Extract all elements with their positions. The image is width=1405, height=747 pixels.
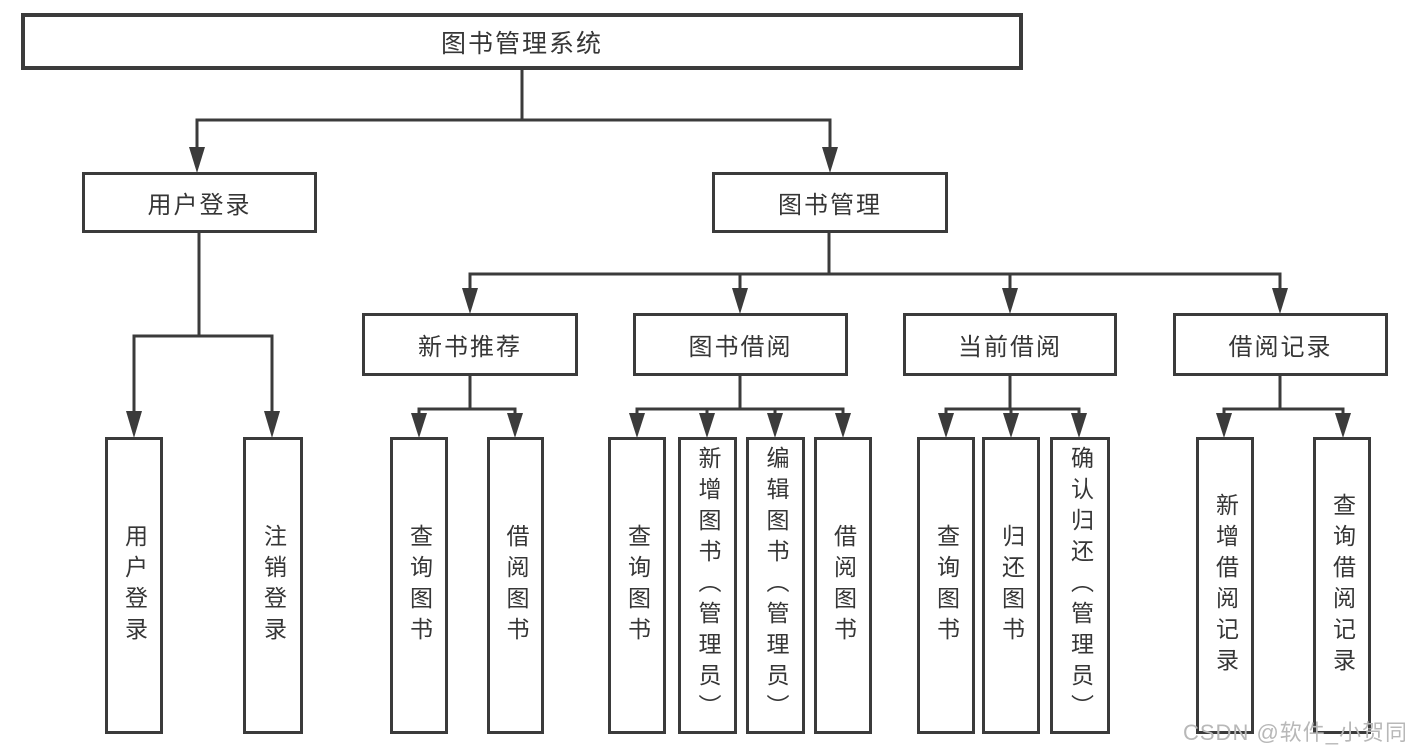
node-label: 当前借阅: [958, 334, 1062, 361]
node-query-books-current: 查询图书: [917, 437, 975, 734]
arrow-down-icon: [629, 413, 645, 438]
node-label: 查询借阅记录: [1329, 492, 1356, 679]
node-label: 注销登录: [260, 523, 287, 648]
arrow-down-icon: [835, 413, 851, 438]
node-label: 用户登录: [147, 192, 252, 219]
node-label: 新增借阅记录: [1212, 492, 1239, 679]
node-label: 查询图书: [933, 523, 960, 648]
node-borrow-books-recommend: 借阅图书: [487, 437, 544, 734]
node-label: 查询图书: [406, 523, 433, 648]
node-label: 新增图书（管理员）: [695, 446, 721, 725]
node-new-book-recommend: 新书推荐: [362, 313, 578, 376]
arrow-down-icon: [1216, 413, 1232, 438]
node-label: 图书管理系统: [440, 29, 603, 58]
watermark: CSDN @软件_小贺同学: [1183, 720, 1405, 745]
arrow-down-icon: [126, 411, 142, 438]
node-label: 借阅图书: [830, 523, 857, 648]
node-label: 归还图书: [998, 523, 1025, 648]
node-add-borrow-record: 新增借阅记录: [1196, 437, 1254, 734]
arrow-down-icon: [1071, 413, 1087, 438]
node-edit-books-admin: 编辑图书（管理员）: [746, 437, 805, 734]
arrow-down-icon: [1335, 413, 1351, 438]
arrow-down-icon: [938, 413, 954, 438]
node-query-borrow-record: 查询借阅记录: [1313, 437, 1371, 734]
arrow-down-icon: [264, 411, 280, 438]
node-label: 编辑图书（管理员）: [763, 446, 789, 725]
node-book-borrow: 图书借阅: [633, 313, 848, 376]
node-add-books-admin: 新增图书（管理员）: [678, 437, 737, 734]
arrowheads: [126, 147, 1351, 438]
node-confirm-return-admin: 确认归还（管理员）: [1050, 437, 1110, 734]
node-user-login: 用户登录: [82, 172, 317, 233]
arrow-down-icon: [767, 413, 783, 438]
node-label: 用户登录: [121, 523, 148, 648]
arrow-down-icon: [1272, 288, 1288, 314]
node-query-books-recommend: 查询图书: [390, 437, 448, 734]
node-label: 图书借阅: [688, 334, 793, 361]
arrow-down-icon: [822, 147, 838, 173]
node-user-login-leaf: 用户登录: [105, 437, 163, 734]
node-label: 借阅记录: [1228, 334, 1333, 361]
arrow-down-icon: [732, 288, 748, 314]
arrow-down-icon: [699, 413, 715, 438]
node-borrow-records: 借阅记录: [1173, 313, 1388, 376]
node-root: 图书管理系统: [21, 13, 1023, 70]
node-return-books: 归还图书: [982, 437, 1040, 734]
node-label: 新书推荐: [418, 334, 522, 361]
node-label: 查询图书: [624, 523, 651, 648]
arrow-down-icon: [189, 147, 205, 173]
node-query-books-borrow: 查询图书: [608, 437, 666, 734]
node-logout: 注销登录: [243, 437, 303, 734]
node-current-borrow: 当前借阅: [903, 313, 1117, 376]
arrow-down-icon: [411, 413, 427, 438]
node-book-management: 图书管理: [712, 172, 948, 233]
node-borrow-books-leaf: 借阅图书: [814, 437, 872, 734]
arrow-down-icon: [507, 413, 523, 438]
node-label: 借阅图书: [503, 523, 529, 648]
node-label: 图书管理: [778, 192, 882, 219]
arrow-down-icon: [1003, 413, 1019, 438]
node-label: 确认归还（管理员）: [1067, 446, 1094, 725]
arrow-down-icon: [462, 288, 478, 314]
arrow-down-icon: [1002, 288, 1018, 314]
